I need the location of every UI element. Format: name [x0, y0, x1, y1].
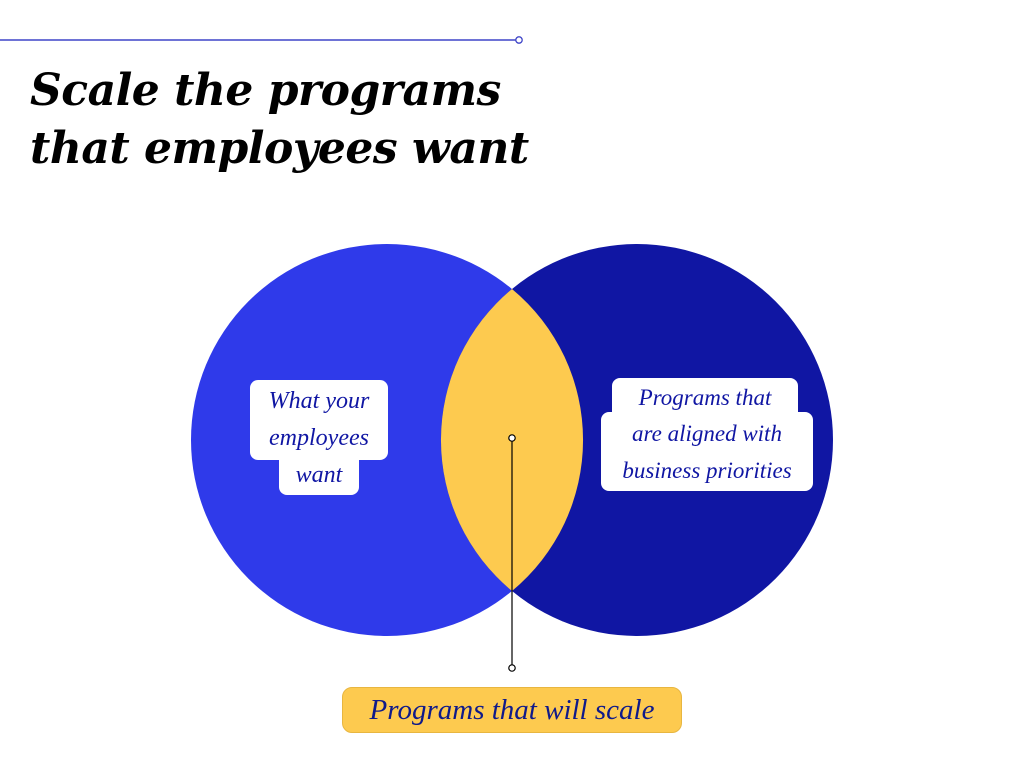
- overlap-callout-label: Programs that will scale: [342, 687, 682, 733]
- right-circle-label: Programs that are aligned with business …: [601, 378, 813, 491]
- top-accent-line-end-dot: [515, 36, 523, 44]
- right-label-box-bottom: [601, 412, 813, 491]
- left-label-line-2: employees: [269, 425, 369, 451]
- left-circle-label: What your employees want: [250, 380, 388, 495]
- right-label-box-top: [612, 378, 798, 423]
- slide-title-line-2: that employees want: [30, 123, 529, 174]
- left-label-box-lower: [279, 450, 359, 495]
- connector-end-dot: [508, 664, 516, 672]
- connector-start-dot: [508, 434, 516, 442]
- slide-title-line-1: Scale the programs: [30, 65, 501, 116]
- right-label-line-2: are aligned with: [632, 421, 782, 446]
- left-label-line-3: want: [296, 462, 344, 488]
- slide-title: Scale the programs that employees want: [30, 62, 670, 178]
- left-label-line-1: What your: [269, 388, 370, 414]
- right-label-line-1: Programs that: [638, 385, 772, 410]
- right-label-line-3: business priorities: [622, 458, 791, 483]
- left-label-box-upper: [250, 380, 388, 460]
